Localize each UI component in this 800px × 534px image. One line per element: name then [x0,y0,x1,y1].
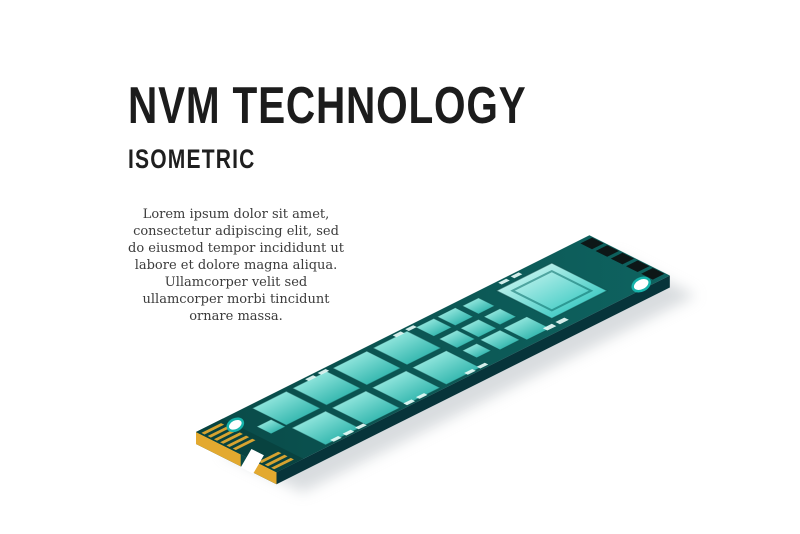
small-chip [255,419,287,435]
connector-gold-edge [196,432,241,467]
connector-finger [207,426,231,438]
capacitor [542,323,557,331]
pcb-top [196,235,670,473]
small-chip [415,318,453,337]
contact-pad [595,245,619,257]
capacitor [330,436,342,442]
connector-finger [213,429,237,441]
connector-key-notch [240,449,264,474]
connector-finger [232,438,256,451]
capacitor [415,393,428,399]
capacitor [405,325,417,331]
contact-pad [580,237,604,250]
capacitor [403,399,415,406]
small-chip [461,343,492,359]
small-chip [438,329,476,349]
small-chip [461,297,496,315]
memory-chip [370,370,442,406]
contact-pad [641,268,665,280]
connector-finger [258,451,282,464]
capacitor [305,375,317,381]
capacitor [342,429,355,436]
capacitor [392,331,405,338]
contact-pad [626,260,650,272]
mounting-hole [226,417,245,433]
controller-chip [495,262,609,320]
page-subtitle: ISOMETRIC [128,144,256,174]
page-title: NVM TECHNOLOGY [128,77,527,135]
capacitor [476,362,489,369]
controller-chip-border [510,269,594,312]
small-chip [459,318,498,338]
capacitor [464,369,476,375]
memory-chip [330,390,401,426]
mounting-hole [631,276,651,293]
ssd-layers [196,235,696,493]
small-chip [436,307,474,327]
contact-pad [610,252,635,265]
capacitor [555,317,569,325]
small-chip [483,308,517,326]
capacitor [498,278,510,285]
connector-gold-edge [253,460,277,485]
capacitor [317,369,330,375]
small-chip [479,329,521,351]
memory-chip [331,350,402,386]
connector-finger [264,454,288,467]
connector-finger [220,432,243,444]
connector-finger [226,435,250,447]
pcb-front-edge [276,275,670,485]
capacitor [355,423,367,430]
memory-chip [251,390,322,426]
connector-finger [271,457,294,470]
capacitor [510,272,523,279]
lorem-paragraph: Lorem ipsum dolor sit amet,consectetur a… [128,207,344,324]
connector-finger [201,423,225,435]
